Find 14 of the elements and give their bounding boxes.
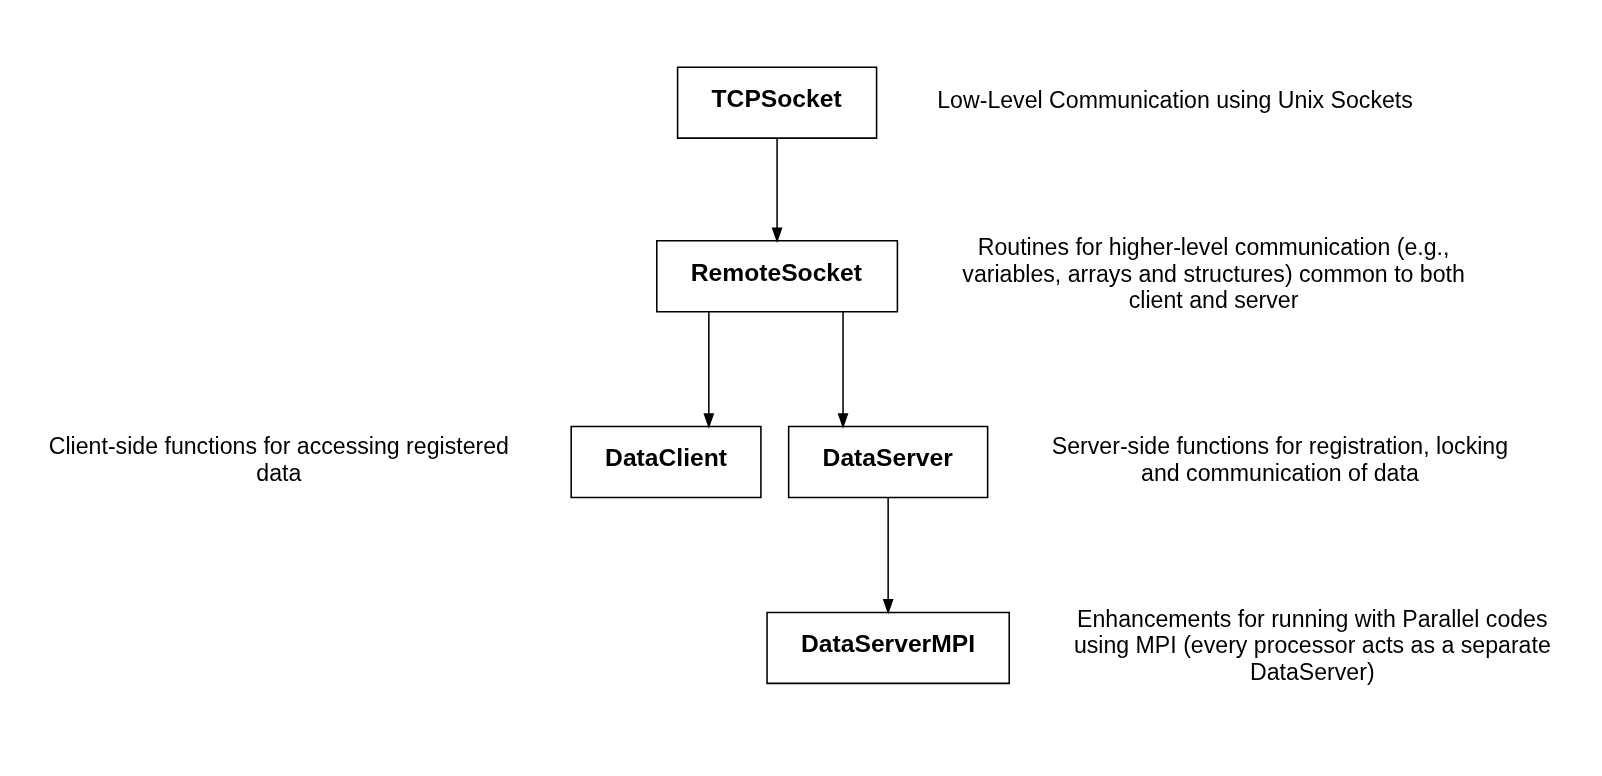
arrow: [703, 311, 715, 429]
node-box: DataServer: [787, 425, 989, 499]
node-label: Low-Level Communication using Unix Sockets: [937, 87, 1413, 114]
node-box: RemoteSocket: [656, 239, 899, 313]
node-label: Server-side functions for registration, locking and communication of data: [1051, 433, 1509, 486]
node-box: DataServerMPI: [766, 611, 1010, 685]
node-box: TCPSocket: [676, 66, 878, 139]
arrow: [882, 497, 894, 615]
node-label: Enhancements for running with Parallel codes using MPI (every processor acts as a separate DataServer): [1073, 606, 1551, 685]
node-box: DataClient: [570, 425, 762, 499]
node-label: Routines for higher-level communication (e.g., variables, arrays and structures) common to both client and server: [962, 234, 1465, 313]
arrow: [837, 311, 849, 429]
arrow: [771, 137, 783, 243]
node-label: Client-side functions for accessing registered data: [48, 433, 509, 486]
